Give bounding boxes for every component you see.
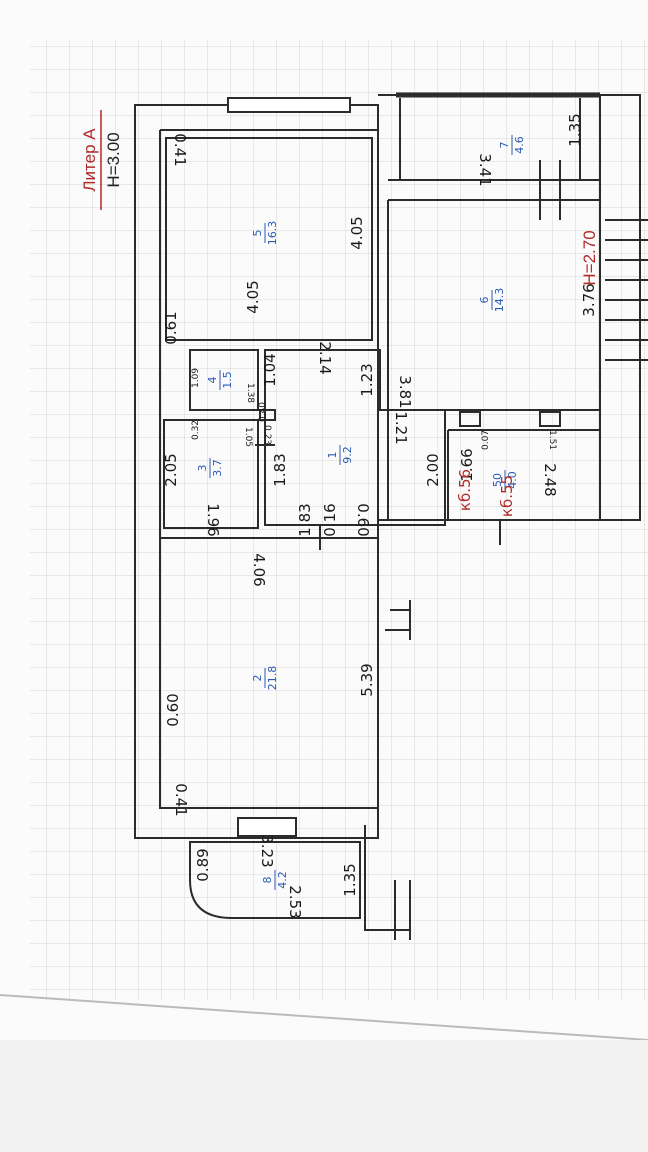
dim-c-f: 1.83 [296,503,314,536]
dim-r8-b: 3.23 [258,834,276,867]
dim-c-b: 0.23 [262,425,272,445]
dim-b-c: 1.51 [547,430,557,450]
liter-label: Литер А [80,128,99,192]
room-area: 14.3 [493,288,506,313]
dim-r3-a: 2.05 [162,453,180,486]
page-bottom [0,1040,648,1152]
room-area: 1.5 [221,371,234,389]
dim-r2-b: 0.41 [172,783,190,816]
dim-c-g: 0.16 [321,503,339,536]
dim-r5-mid: 4.05 [244,280,262,313]
room-area: 9.2 [341,446,354,464]
room-number: 2 [251,675,264,682]
dim-r5-side: 4.05 [348,216,366,249]
walls [134,92,648,940]
room-number: 1 [326,452,339,459]
header-block: Литер А Н=3.00 [80,110,123,210]
dim-r4-a: 1.09 [191,368,201,388]
dim-r3-e: 0.32 [191,420,201,440]
room-number: 4 [206,377,219,384]
room-number: 8 [261,877,274,884]
dim-r2-a: 0.60 [164,693,182,726]
dim-r6-a: 3.81 [396,375,414,408]
dim-r4-c: 1.04 [261,353,279,386]
dim-r3-c: 1.83 [271,453,289,486]
room-area: 16.3 [266,221,279,246]
dim-r4-b: 1.38 [245,383,255,403]
dim-c-c: 1.23 [358,363,376,396]
room-area: 3.7 [211,459,224,477]
dim-r4-d: 2.14 [316,341,334,374]
room-number: 7 [498,142,511,149]
room-number: 6 [478,297,491,304]
room-area: 4.6 [513,136,526,154]
dim-r3-d: 1.05 [243,427,253,447]
dim-c-d: 1.21 [392,411,410,444]
dim-r8-a: 0.89 [194,848,212,881]
dim-kb2: кб.55 [498,475,516,517]
dim-r3-b: 1.96 [204,503,222,536]
dim-b-b: 0.07 [481,430,491,450]
dim-r5-bot: 0.61 [162,311,180,344]
height-label: Н=3.00 [104,132,123,187]
dim-r7-a: 3.41 [476,153,494,186]
dim-b-a: 1.66 [458,448,476,481]
dim-r6-b: 3.76 [580,283,598,316]
room-area: 4.0 [506,471,519,489]
dim-b-d: 2.48 [541,463,559,496]
room-number: 3 [196,465,209,472]
dim-kb1: кб.56 [456,469,474,511]
dim-c-a: 0.40 [258,402,268,422]
room-number: 5 [251,230,264,237]
dim-r2-top: 4.06 [250,553,268,586]
dim-r8-c: 2.53 [286,885,304,918]
dim-r8-d: 1.35 [341,863,359,896]
room-area: 4.2 [276,871,289,889]
height-note: Н=2.70 [580,230,599,285]
page-fold [0,994,648,1041]
room-area: 21.8 [266,666,279,691]
dim-r7-b: 1.35 [566,113,584,146]
svg-text:Н=2.70: Н=2.70 [580,230,599,285]
dim-c-h: 0.60 [354,503,372,536]
dim-c-e: 2.00 [424,453,442,486]
room-number: 50 [491,473,504,487]
dim-r2-side: 5.39 [358,663,376,696]
dim-r5-top: 0.41 [171,133,189,166]
